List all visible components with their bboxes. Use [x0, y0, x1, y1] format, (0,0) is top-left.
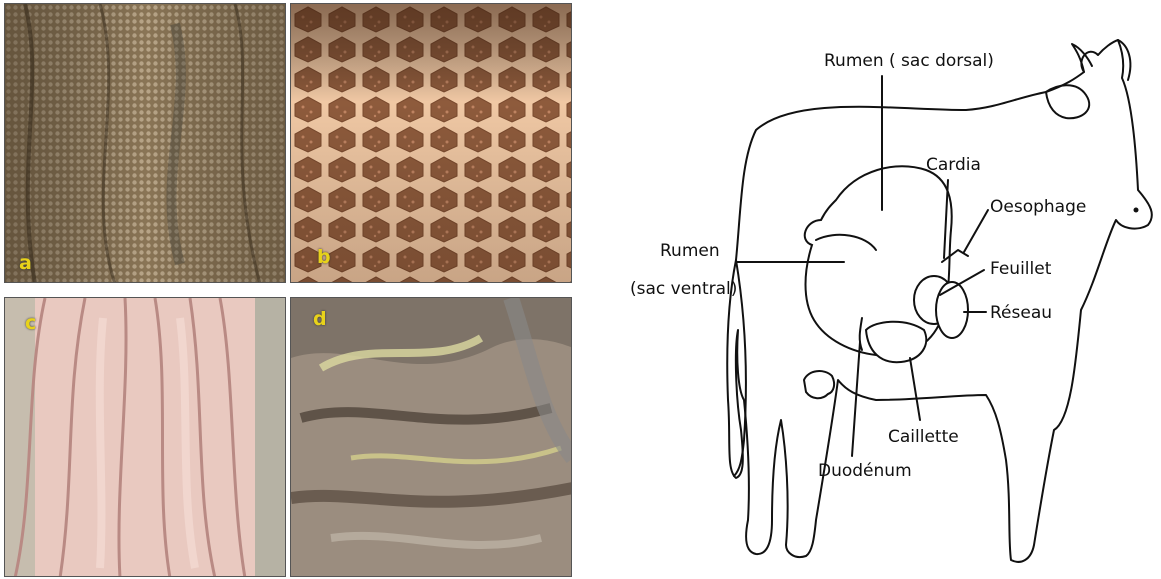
label-rumen-dorsal: Rumen ( sac dorsal): [824, 51, 994, 71]
label-duodenum: Duodénum: [818, 461, 912, 481]
rumen-papillae-photo: [5, 4, 286, 283]
omasum-leaves-photo: [5, 298, 286, 577]
caillette-organ: [866, 322, 926, 362]
leader-duodenum: [852, 342, 860, 456]
photo-panel-d: d: [290, 297, 572, 577]
cow-stomach-diagram: Rumen ( sac dorsal) Cardia Oesophage Rum…: [576, 0, 1161, 579]
leader-oesophage: [964, 210, 988, 252]
label-cardia: Cardia: [926, 155, 981, 175]
panel-label-d: d: [313, 308, 327, 330]
photo-panel-b: b: [290, 3, 572, 283]
abomasum-folds-photo: [291, 298, 572, 577]
panel-label-c: c: [25, 312, 36, 334]
leader-caillette: [910, 358, 920, 420]
label-feuillet: Feuillet: [990, 259, 1052, 279]
label-rumen-ventral: Rumen: [660, 241, 720, 261]
cow-udder: [804, 371, 834, 398]
reseau-organ: [936, 282, 968, 338]
panel-label-a: a: [19, 252, 32, 274]
label-rumen-ventral-sac: (sac ventral): [630, 279, 737, 299]
label-caillette: Caillette: [888, 427, 959, 447]
label-oesophage: Oesophage: [990, 197, 1086, 217]
reticulum-honeycomb-photo: [291, 4, 572, 283]
photo-panel-c: c: [4, 297, 286, 577]
label-reseau: Réseau: [990, 303, 1052, 323]
cow-nostril: [1134, 208, 1139, 213]
panel-label-b: b: [317, 246, 331, 268]
photo-grid: a b: [4, 3, 572, 577]
photo-panel-a: a: [4, 3, 286, 283]
cow-outline-svg: Rumen ( sac dorsal) Cardia Oesophage Rum…: [576, 0, 1161, 579]
